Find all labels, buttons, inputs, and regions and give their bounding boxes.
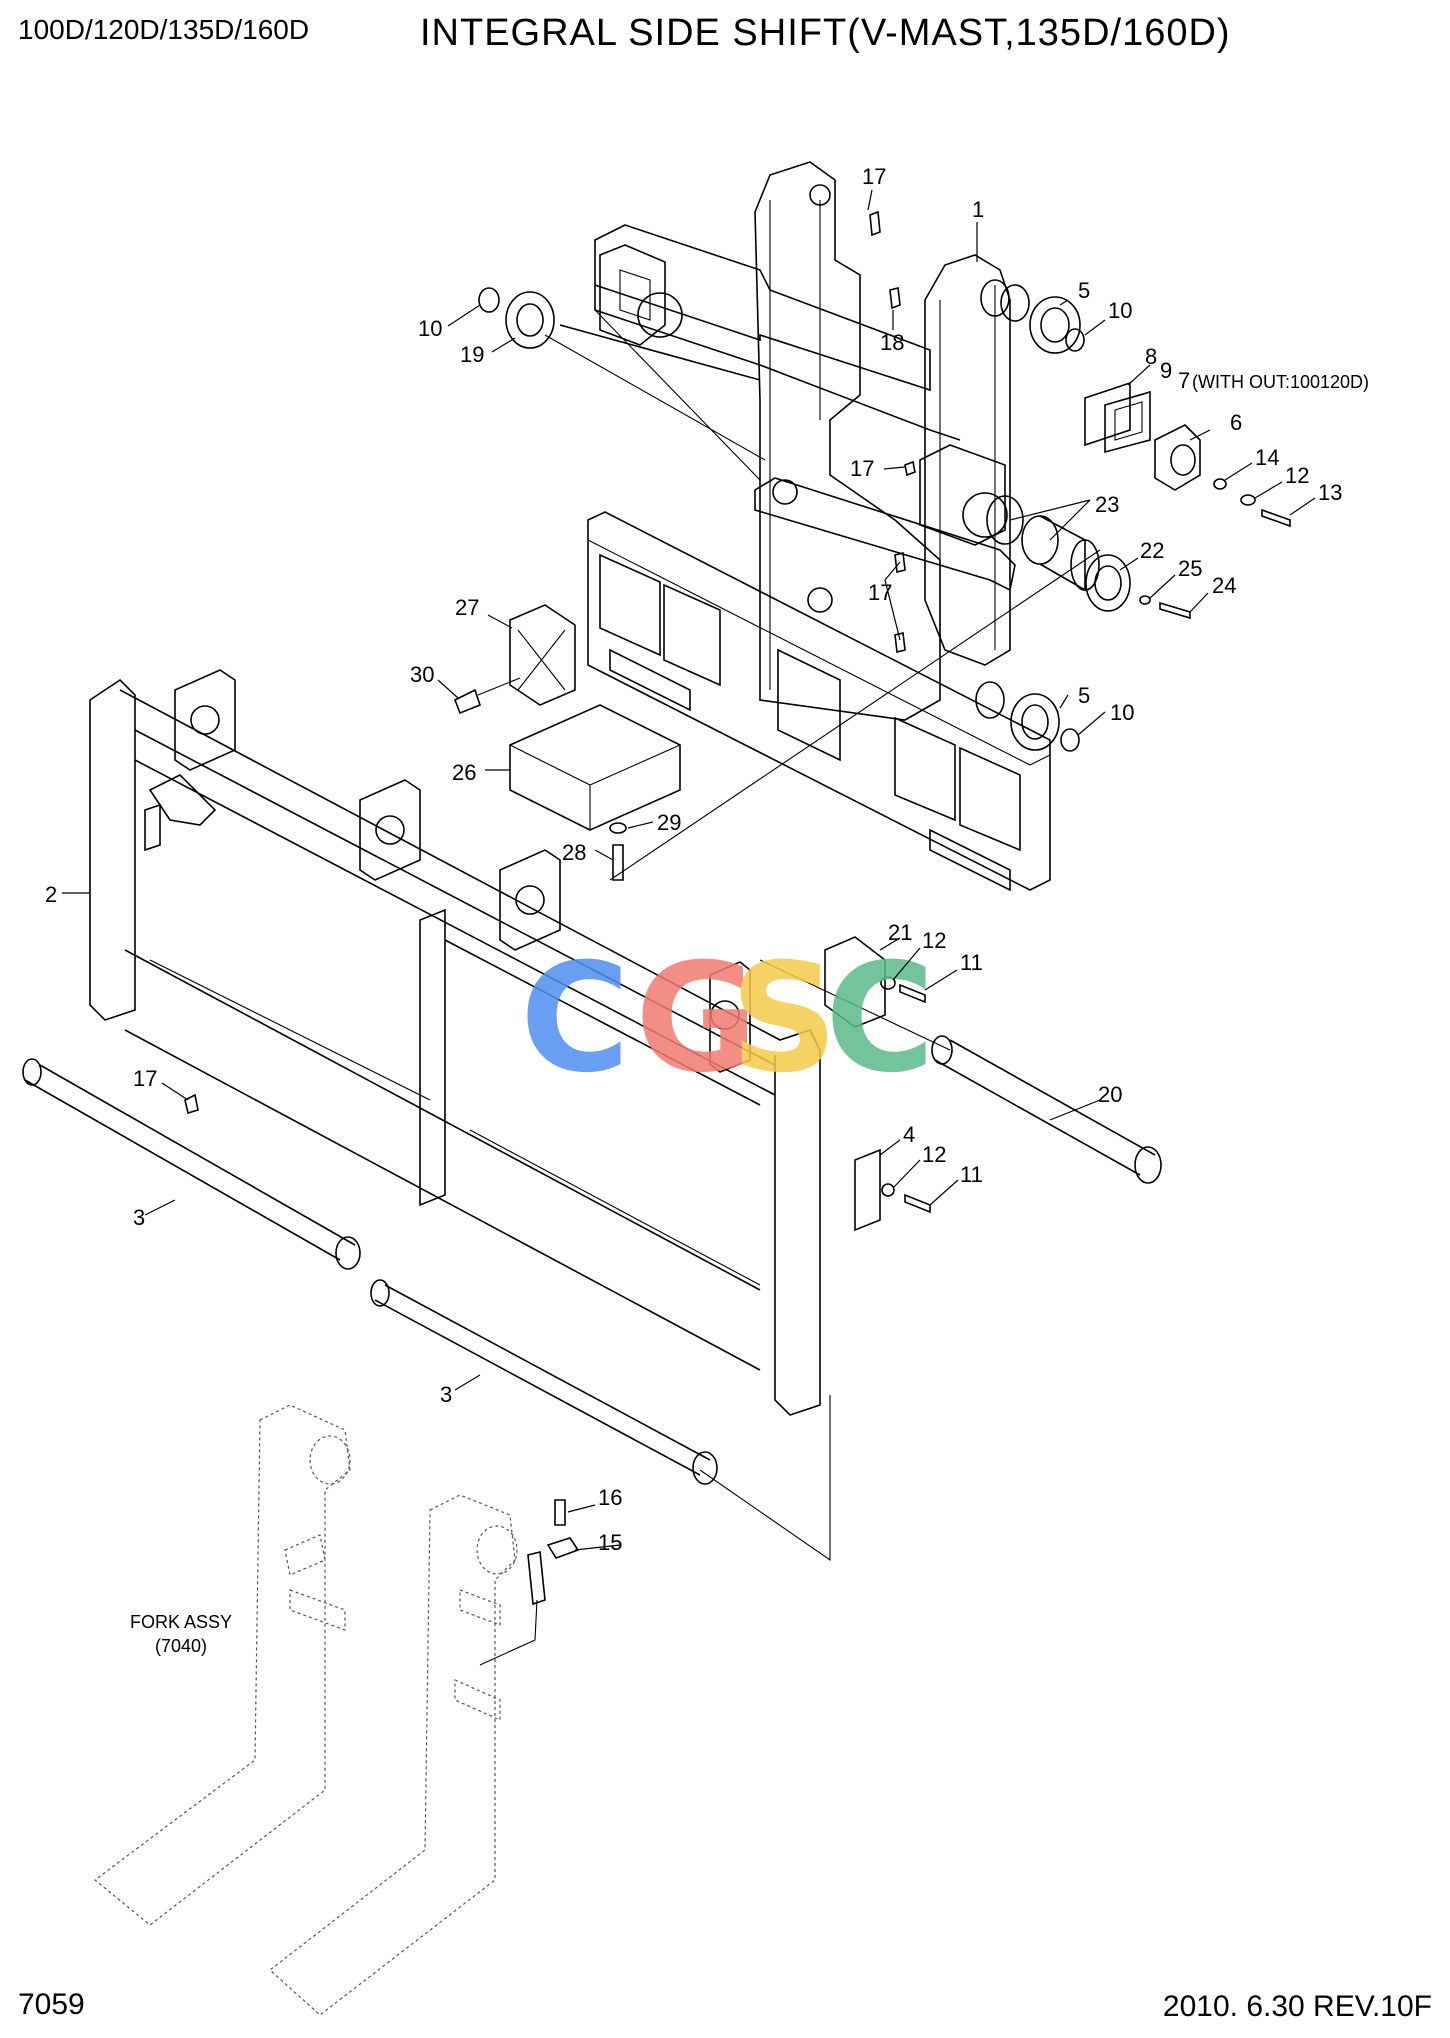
watermark-letter: C <box>520 932 630 1106</box>
callout-5: 5 <box>1078 278 1090 303</box>
callout-12: 12 <box>922 928 946 953</box>
callout-17: 17 <box>862 164 886 189</box>
revision-date: 2010. 6.30 REV.10F <box>1162 1990 1432 2023</box>
callout-17: 17 <box>133 1066 157 1091</box>
callout-12: 12 <box>1285 463 1309 488</box>
callout-labels: 17 1 5 10 10 19 18 8 9 7 (WITH OUT:10012… <box>45 164 1369 1656</box>
callout-18: 18 <box>880 330 904 355</box>
callout-26: 26 <box>452 760 476 785</box>
callout-14: 14 <box>1255 445 1279 470</box>
callout-20: 20 <box>1098 1082 1122 1107</box>
callout-29: 29 <box>657 810 681 835</box>
callout-16: 16 <box>598 1485 622 1510</box>
shafts <box>22 959 1162 1562</box>
callout-9: 9 <box>1160 358 1172 383</box>
callout-10: 10 <box>1110 700 1134 725</box>
page-number: 7059 <box>18 1988 85 2021</box>
callout-2: 2 <box>45 882 57 907</box>
callout-11: 11 <box>960 1162 983 1187</box>
watermark-letter: S <box>730 932 838 1106</box>
callout-7-note: (WITH OUT:100120D) <box>1192 372 1369 392</box>
callout-6: 6 <box>1230 410 1242 435</box>
carriage-frame <box>478 161 1291 752</box>
callout-8: 8 <box>1145 344 1157 369</box>
watermark-logo: C G S C <box>520 932 935 1106</box>
callout-10: 10 <box>418 316 442 341</box>
callout-12: 12 <box>922 1142 946 1167</box>
fork-carriage <box>89 669 931 1416</box>
callout-5: 5 <box>1078 683 1090 708</box>
callout-25: 25 <box>1178 556 1202 581</box>
watermark-letter: G <box>635 932 758 1106</box>
callout-13: 13 <box>1318 480 1342 505</box>
callout-15: 15 <box>598 1530 622 1555</box>
callout-28: 28 <box>562 840 586 865</box>
watermark-letter: C <box>825 932 935 1106</box>
callout-4: 4 <box>903 1122 915 1147</box>
callout-3: 3 <box>440 1382 452 1407</box>
fork-assy-label: FORK ASSY <box>130 1612 232 1632</box>
callout-22: 22 <box>1140 538 1164 563</box>
callout-24: 24 <box>1212 573 1236 598</box>
slide-plate <box>453 511 1101 892</box>
callout-11: 11 <box>960 950 983 975</box>
callout-17: 17 <box>868 580 892 605</box>
page-title: INTEGRAL SIDE SHIFT(V-MAST,135D/160D) <box>420 12 1231 54</box>
callout-3: 3 <box>133 1205 145 1230</box>
callout-17: 17 <box>850 456 874 481</box>
callout-30: 30 <box>410 662 434 687</box>
fork-assy <box>94 1404 580 2016</box>
callout-23: 23 <box>1095 492 1119 517</box>
callout-27: 27 <box>455 595 479 620</box>
callout-21: 21 <box>888 920 912 945</box>
callout-10: 10 <box>1108 298 1132 323</box>
model-list: 100D/120D/135D/160D <box>18 14 310 45</box>
callout-7: 7 <box>1178 368 1190 393</box>
callout-19: 19 <box>460 342 484 367</box>
fork-assy-ref: (7040) <box>155 1636 207 1656</box>
leader-lines <box>62 189 1316 1551</box>
callout-1: 1 <box>972 197 984 222</box>
